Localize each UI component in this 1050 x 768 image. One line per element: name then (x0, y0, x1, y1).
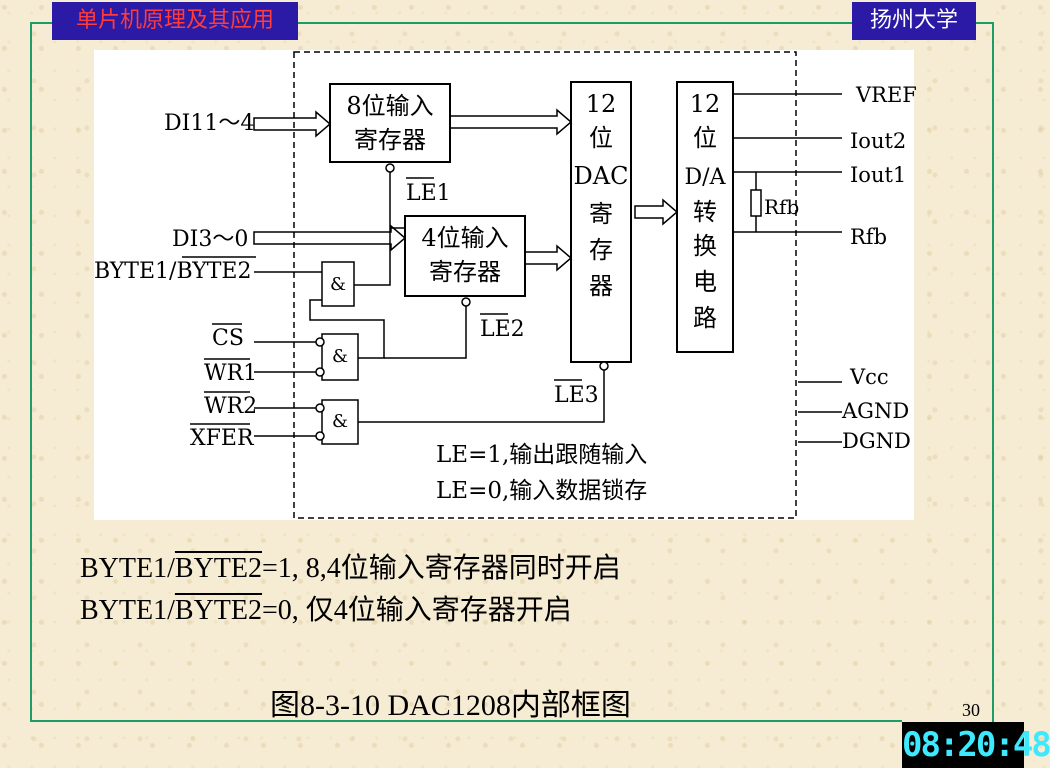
inversion-bubbles (315, 163, 609, 441)
label-agnd: AGND (841, 399, 909, 423)
bus-arrow-reg4-to-dac (524, 244, 573, 272)
da-converter-12bit (676, 81, 734, 353)
dac-reg-label-3: DAC (574, 162, 629, 190)
note-le-0: LE=0,输入数据锁存 (436, 478, 647, 504)
da-label-5: 换 (693, 232, 717, 260)
clock-display: 08:20:48 (902, 722, 1050, 768)
chip-boundary (293, 51, 797, 519)
dac1208-block-diagram: 8位输入 寄存器 4位输入 寄存器 12 位 DAC 寄 存 器 12 位 D/… (94, 50, 917, 520)
label-dgnd: DGND (842, 429, 911, 453)
frame-bottom-line (30, 720, 902, 722)
caption-2-suffix: =0, 仅4位输入寄存器开启 (262, 595, 572, 626)
and-gate-wr2-xfer-label: & (332, 411, 348, 432)
da-label-4: 转 (693, 198, 717, 226)
caption-1-suffix: =1, 8,4位输入寄存器同时开启 (262, 553, 621, 584)
frame-left-line (30, 22, 32, 722)
block-diagram-svg: 8位输入 寄存器 4位输入 寄存器 12 位 DAC 寄 存 器 12 位 D/… (94, 51, 917, 519)
control-wires (254, 172, 605, 437)
da-label-7: 路 (693, 304, 717, 332)
label-cs: CS (212, 326, 244, 351)
and-gate-cs-wr1 (321, 333, 359, 381)
output-wires (733, 93, 842, 443)
da-label-6: 电 (693, 268, 717, 296)
bus-arrow-reg8-to-dac (449, 108, 573, 136)
label-le3: LE3 (554, 383, 599, 408)
and-gate-byte (321, 261, 355, 307)
reg8-label-line1: 8位输入 (346, 92, 433, 120)
label-vref: VREF (855, 83, 917, 107)
label-rfb-resistor: Rfb (764, 195, 799, 219)
dac-reg-label-2: 位 (589, 124, 613, 152)
bus-arrow-dac-to-da (634, 198, 679, 226)
dac-reg-label-4: 寄 (589, 200, 613, 228)
label-rfb: Rfb (850, 225, 887, 249)
label-di-low: DI3～0 (172, 227, 248, 252)
note-le-1: LE=1,输出跟随输入 (436, 442, 647, 468)
frame-right-line (992, 22, 994, 722)
da-label-2: 位 (693, 124, 717, 152)
label-le2: LE2 (480, 317, 525, 342)
and-gate-cs-wr1-label: & (332, 346, 348, 367)
label-wr1: WR1 (204, 361, 257, 386)
reg4-label-line1: 4位输入 (421, 224, 508, 252)
feedback-resistor (750, 189, 762, 217)
label-xfer: XFER (190, 426, 255, 451)
frame-top-line (30, 22, 994, 24)
da-label-3: D/A (685, 165, 727, 190)
reg8-label-line2: 寄存器 (354, 126, 426, 154)
bus-arrow-di-low (253, 224, 407, 252)
bus-arrows (253, 108, 679, 272)
label-iout1: Iout1 (850, 163, 906, 187)
bus-arrow-di-high (253, 110, 332, 138)
label-le1: LE1 (406, 181, 451, 206)
dac-reg-label-1: 12 (586, 90, 617, 118)
reg4-label-line2: 寄存器 (429, 258, 501, 286)
and-gate-wr2-xfer (321, 399, 359, 445)
label-vcc: Vcc (849, 365, 889, 389)
dac-reg-label-5: 存 (589, 236, 613, 264)
school-name: 扬州大学 (852, 2, 976, 40)
label-iout2: Iout2 (850, 129, 906, 153)
caption-1-prefix: BYTE1/ (80, 553, 175, 584)
label-wr2: WR2 (204, 394, 257, 419)
figure-title: 图8-3-10 DAC1208内部框图 (270, 689, 631, 722)
label-di-high: DI11～4 (164, 111, 254, 136)
caption-line-2: BYTE1/BYTE2=0, 仅4位输入寄存器开启 (80, 588, 572, 628)
course-title: 单片机原理及其应用 (52, 2, 298, 40)
dac-reg-label-6: 器 (589, 272, 613, 300)
caption-line-1: BYTE1/BYTE2=1, 8,4位输入寄存器同时开启 (80, 546, 621, 586)
page-number: 30 (962, 700, 980, 720)
label-byte: BYTE1/BYTE2 (94, 259, 251, 284)
dac-register-12bit (570, 81, 632, 363)
caption-2-overlined: BYTE2 (174, 595, 262, 626)
caption-2-prefix: BYTE1/ (80, 595, 175, 626)
caption-1-overlined: BYTE2 (174, 553, 262, 584)
da-label-1: 12 (690, 90, 721, 118)
and-gate-byte-label: & (330, 274, 346, 295)
